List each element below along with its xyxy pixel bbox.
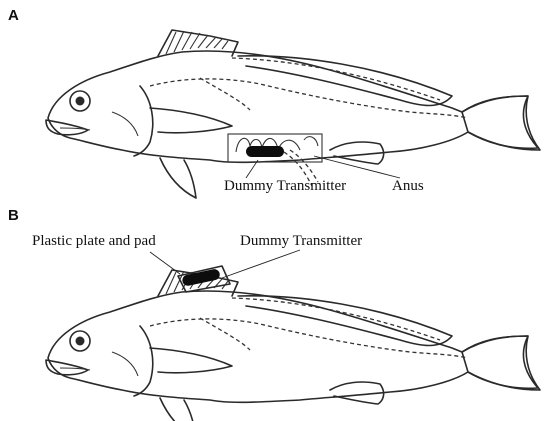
label-anus: Anus [392, 178, 424, 195]
label-dummy-transmitter-a: Dummy Transmitter [224, 178, 346, 195]
label-plastic-plate: Plastic plate and pad [32, 233, 156, 250]
label-dummy-transmitter-b: Dummy Transmitter [240, 233, 362, 250]
transmitter-implant [246, 146, 284, 157]
